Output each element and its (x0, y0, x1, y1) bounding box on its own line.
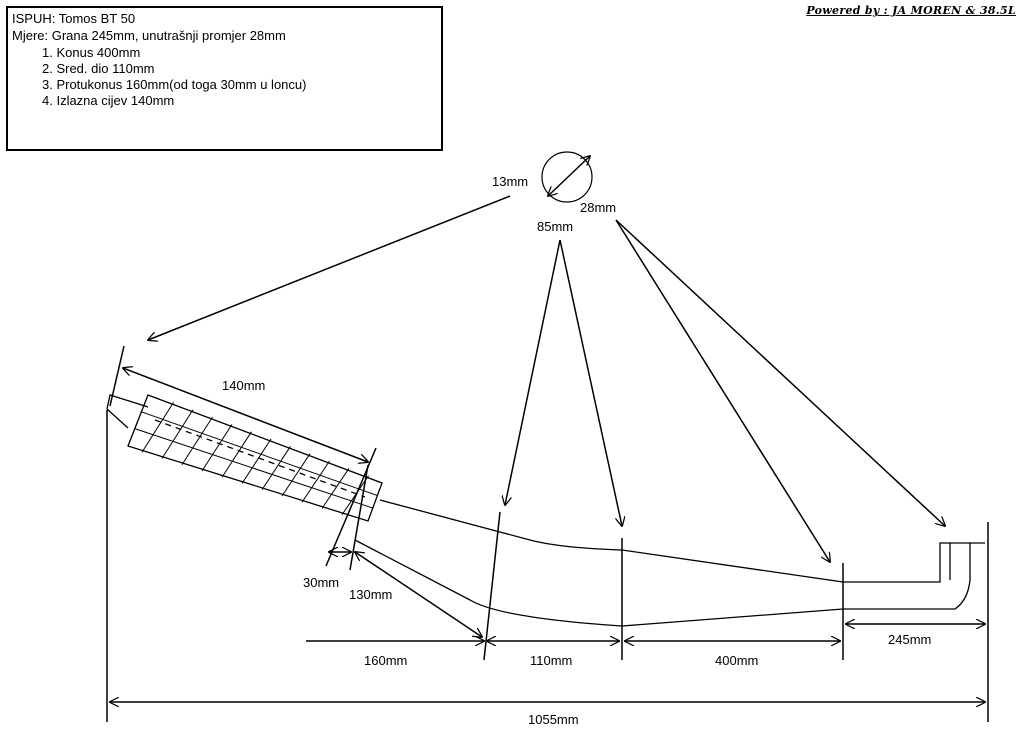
info-item: 4. Izlazna cijev 140mm (42, 93, 175, 108)
hatch-line (161, 409, 194, 459)
info-dimensions: Mjere: Grana 245mm, unutrašnji promjer 2… (12, 28, 286, 43)
dimension-lines (106, 345, 989, 722)
hatch-line (321, 468, 350, 509)
length-160-label: 160mm (364, 653, 407, 668)
diameter-circle (541, 151, 593, 203)
info-item: 3. Protukonus 160mm(od toga 30mm u loncu… (42, 77, 307, 92)
exhaust-body (106, 394, 985, 627)
hatch-line (134, 428, 373, 509)
hatch-line (221, 431, 252, 478)
length-110-label: 110mm (530, 653, 572, 668)
total-length-label: 1055mm (528, 712, 579, 727)
hatch-line (281, 453, 311, 497)
pointer-arrows (148, 195, 945, 562)
info-box: ISPUH: Tomos BT 50 Mjere: Grana 245mm, u… (6, 6, 443, 151)
diameter-85-label: 85mm (537, 219, 573, 234)
hatch-line (201, 424, 233, 472)
info-title: ISPUH: Tomos BT 50 (12, 11, 136, 26)
diameter-13-label: 13mm (492, 174, 528, 189)
length-400-label: 400mm (715, 653, 758, 668)
hatch-line (181, 416, 213, 466)
length-130-label: 130mm (349, 587, 392, 602)
hatch-line (261, 446, 291, 491)
info-item: 2. Sred. dio 110mm (42, 61, 155, 76)
length-140-label: 140mm (222, 378, 265, 393)
hatch-line (141, 411, 378, 497)
length-245-label: 245mm (888, 632, 931, 647)
hatch-line (241, 438, 272, 484)
credit-text: Powered by : JA MOREN & 38.5L (806, 4, 1016, 17)
hatch-line (141, 402, 174, 453)
hatch-line (301, 460, 330, 503)
length-30-label: 30mm (303, 575, 339, 590)
diameter-28-label: 28mm (580, 200, 616, 215)
info-item: 1. Konus 400mm (42, 45, 141, 60)
